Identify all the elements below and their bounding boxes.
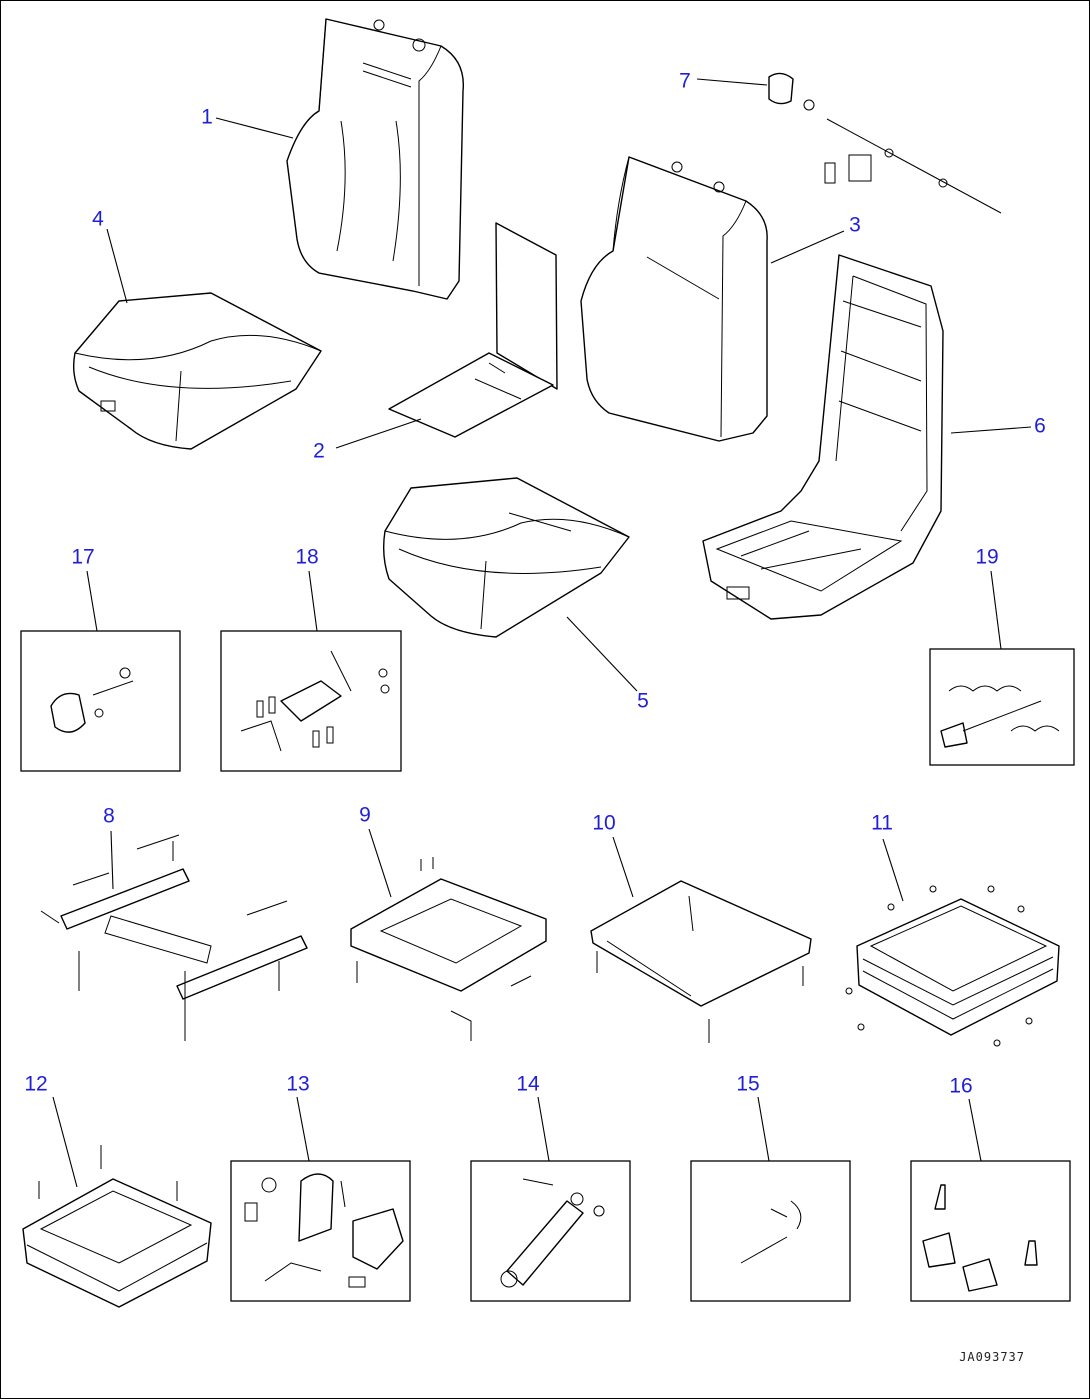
part-10-mount-plate [590,880,812,1043]
callout-2[interactable]: 2 [313,439,325,463]
inset-box-13 [230,1160,411,1302]
inset-box-16 [910,1160,1071,1302]
callout-9[interactable]: 9 [359,803,371,827]
part-16-stoppers [922,1184,1038,1292]
part-18-hardware-kit [240,650,390,752]
callout-16[interactable]: 16 [949,1074,973,1098]
callout-11[interactable]: 11 [871,811,893,835]
part-1-backrest-cushion [286,18,465,300]
callout-8[interactable]: 8 [103,804,115,828]
inset-box-15 [690,1160,851,1302]
inset-box-17 [20,630,181,772]
callout-12[interactable]: 12 [24,1072,48,1096]
part-3-backrest-cover [580,156,768,442]
part-6-seat-frame [702,254,944,620]
part-15-clip-pin [740,1200,802,1264]
callout-15[interactable]: 15 [736,1072,760,1096]
callout-5[interactable]: 5 [637,689,649,713]
part-11-suspension-bellows [845,885,1060,1047]
part-2-panel-sheet [388,222,558,438]
callout-4[interactable]: 4 [92,207,104,231]
leader-lines [52,78,1032,1188]
part-4-seat-cushion [72,292,322,450]
part-13-lever-kit [244,1173,404,1288]
callout-14[interactable]: 14 [516,1072,540,1096]
callout-13[interactable]: 13 [286,1072,310,1096]
callout-17[interactable]: 17 [71,545,95,569]
part-8-slide-rails [40,834,308,1041]
part-14-damper [500,1178,605,1288]
callout-3[interactable]: 3 [849,213,861,237]
part-12-suspension-unit [22,1145,212,1308]
part-5-seat-cushion [382,477,630,638]
callout-19[interactable]: 19 [975,545,999,569]
part-17-knob-kit [50,667,134,733]
inset-box-19 [929,648,1075,766]
part-7-lever-rod [768,72,1002,214]
callout-18[interactable]: 18 [295,545,319,569]
inset-box-14 [470,1160,631,1302]
callout-10[interactable]: 10 [592,811,616,835]
part-9-base-plate [350,857,547,1041]
inset-box-18 [220,630,402,772]
callout-1[interactable]: 1 [201,105,213,129]
callout-7[interactable]: 7 [679,69,691,93]
callout-6[interactable]: 6 [1034,414,1046,438]
document-code: JA093737 [959,1350,1025,1364]
part-19-spring-kit [940,685,1060,748]
